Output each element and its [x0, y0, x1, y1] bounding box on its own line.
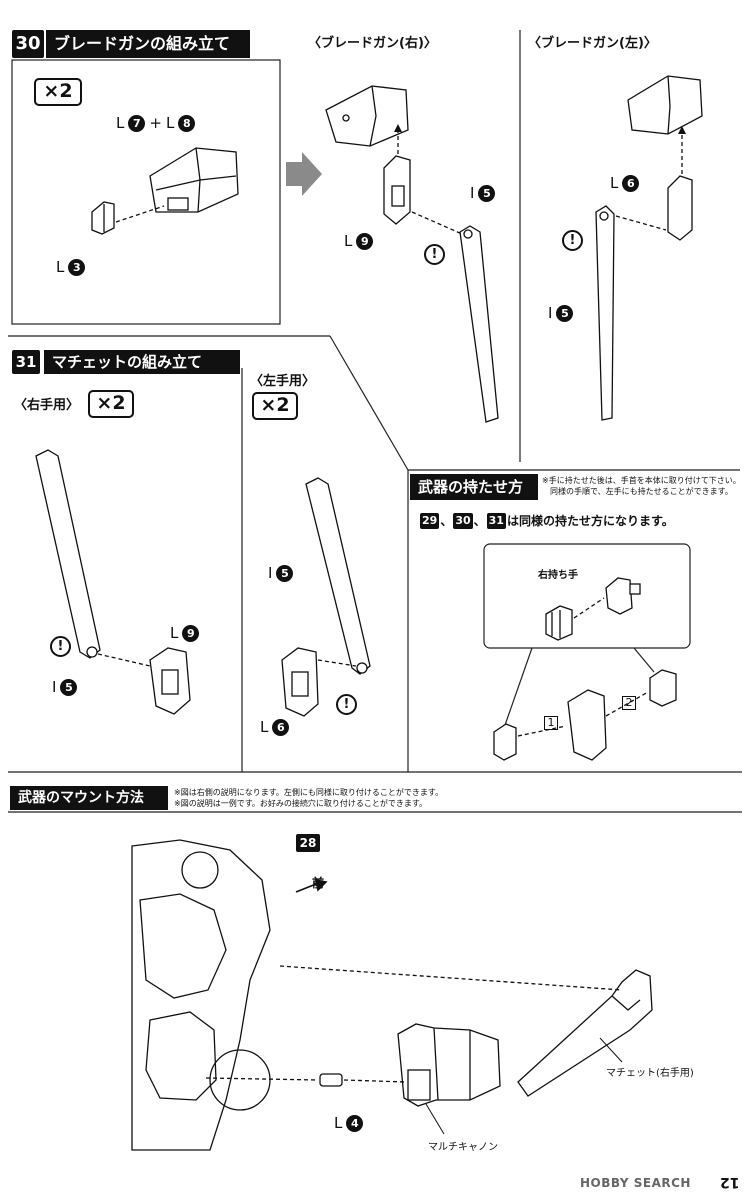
- ref-step-29: 29: [420, 512, 440, 529]
- right-hand-grip-label: 右持ち手: [538, 570, 578, 581]
- left-hand-multiplier: ×2: [252, 392, 298, 420]
- blade-gun-left-title: 〈ブレードガン(左)〉: [528, 36, 657, 51]
- machete-label: マチェット(右手用): [606, 1068, 694, 1079]
- step-number-31: 31: [12, 350, 40, 374]
- right-hand-multiplier: ×2: [88, 390, 134, 418]
- mount-note-line1: ※図は右側の説明になります。左側にも同様に取り付けることができます。: [174, 788, 444, 797]
- holding-steps-line: 29 、 30 、 31 は同様の持たせ方になります。: [420, 512, 674, 529]
- holding-note-line1: ※手に持たせた後は、手首を本体に取り付けて下さい。: [542, 476, 741, 485]
- caution-icon-right-gun: !: [424, 244, 445, 265]
- blade-gun-right-title: 〈ブレードガン(右)〉: [308, 36, 437, 51]
- holding-note-line2: 同様の手順で、左手にも持たせることができます。: [550, 487, 733, 496]
- page-number: 12: [720, 1174, 740, 1190]
- step-number-30: 30: [12, 30, 44, 58]
- multicannon-label: マルチキャノン: [428, 1142, 498, 1153]
- holding-description: は同様の持たせ方になります。: [506, 514, 674, 528]
- direction-arrow-shape: [286, 152, 322, 196]
- step-30-multiplier: ×2: [34, 78, 82, 106]
- mount-title: 武器のマウント方法: [10, 786, 168, 810]
- step-31-title: マチェットの組み立て: [44, 350, 240, 374]
- order-marker-1: 1: [544, 716, 558, 730]
- ref-step-31: 31: [486, 512, 506, 529]
- right-hand-label: 〈右手用〉: [14, 398, 80, 413]
- hobby-search-watermark: HOBBY SEARCH: [580, 1176, 691, 1190]
- caution-icon-left-gun: !: [562, 230, 583, 251]
- ref-step-30: 30: [453, 512, 473, 529]
- caution-icon-left-machete: !: [336, 694, 357, 715]
- step-30-title: ブレードガンの組み立て: [46, 30, 250, 58]
- caution-icon-right-machete: !: [50, 636, 71, 657]
- mount-note-line2: ※図の説明は一例です。お好みの接続穴に取り付けることができます。: [174, 799, 428, 808]
- left-hand-label: 〈左手用〉: [250, 374, 316, 389]
- holding-title: 武器の持たせ方: [410, 474, 538, 500]
- order-marker-2: 2: [622, 696, 636, 710]
- ref-step-28: 28: [296, 834, 320, 852]
